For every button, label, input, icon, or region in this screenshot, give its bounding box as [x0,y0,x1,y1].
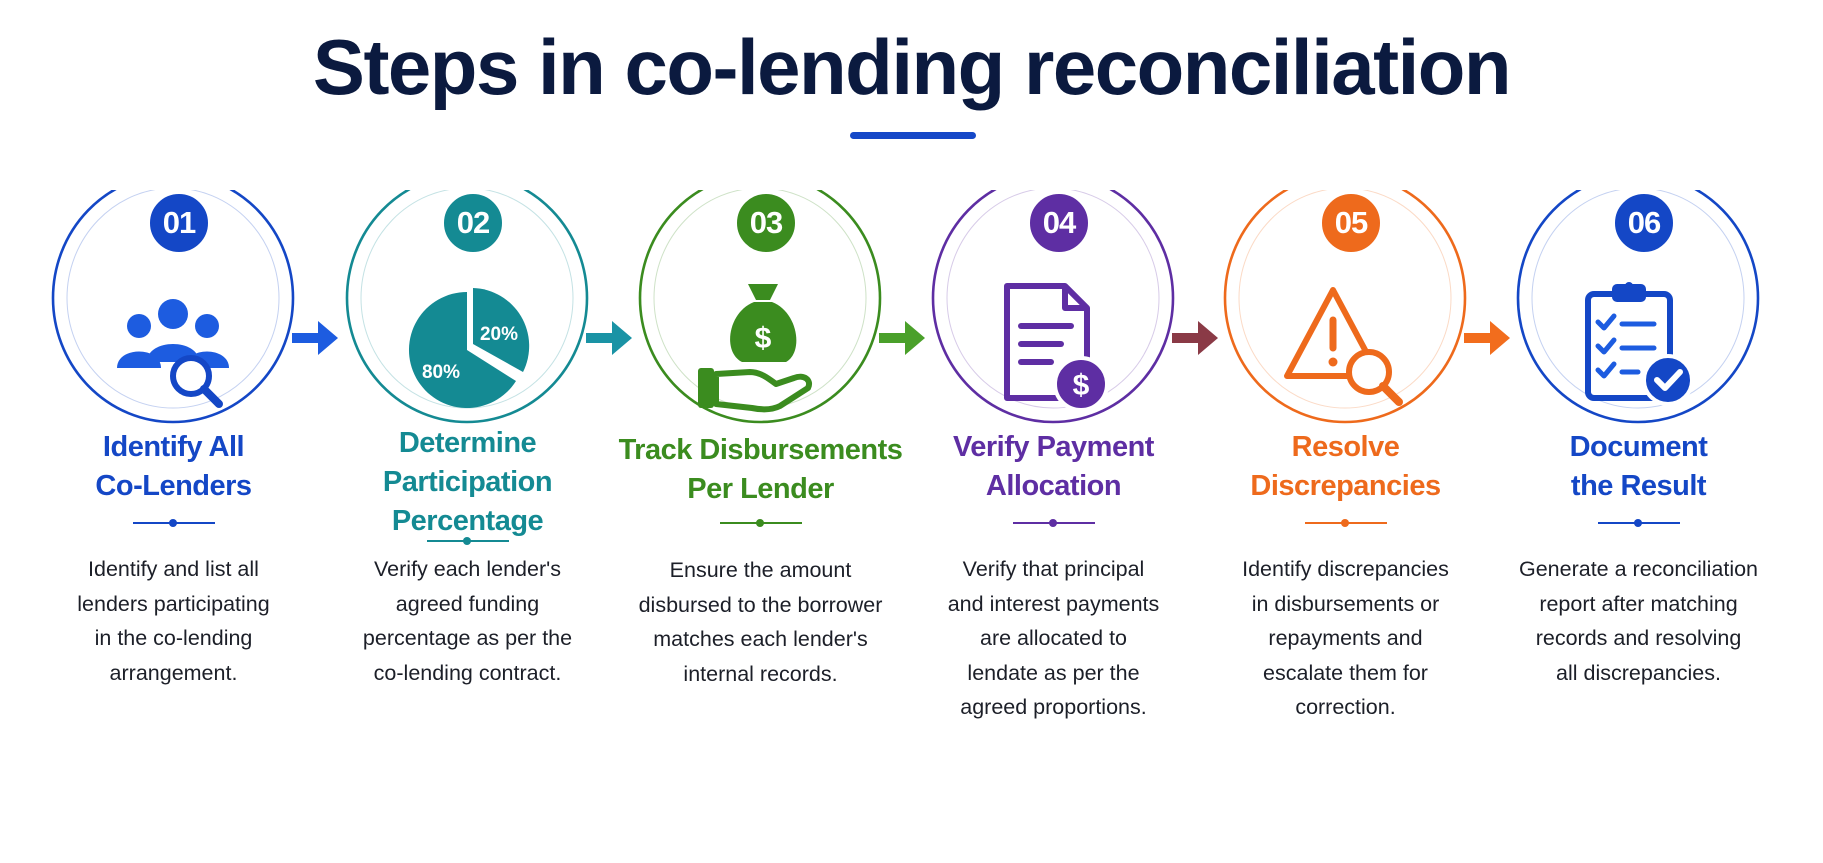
step-5-description: Identify discrepancies in disbursements … [1242,557,1449,719]
arrow-5-to-6 [1464,321,1510,355]
title-underline [850,132,976,139]
step-6-divider [1598,519,1680,527]
step-2-number-badge: 02 [440,190,506,256]
step-1: 01 Identify All Co-Lenders Identify and … [27,0,320,863]
step-1-description: Identify and list all lenders participat… [77,557,270,685]
step-5: 05 Resolve Discrepancies Identify discre… [1199,0,1492,863]
arrow-1-to-2 [292,321,338,355]
arrow-4-to-5 [1172,321,1218,355]
step-2-description: Verify each lender's agreed funding perc… [362,557,573,685]
step-1-divider [133,519,215,527]
step-6-number-badge: 06 [1611,190,1677,256]
step-5-heading: Resolve Discrepancies [1250,431,1441,502]
clipboard-check-icon [1568,280,1708,420]
step-2-divider [427,537,509,545]
arrow-2-to-3 [586,321,632,355]
svg-text:$: $ [1073,369,1090,402]
pie-chart-icon: 20% 80% [397,280,537,420]
warning-search-icon [1275,280,1415,420]
svg-text:$: $ [755,322,772,355]
step-2: 02 20% 80% Determine Participation Perce… [321,0,614,863]
step-4-circle [907,190,1200,490]
step-5-divider [1305,519,1387,527]
step-3: 03 $ Track Disbursements Per Lender Ensu… [614,0,907,863]
pie-label-80: 80% [422,362,460,383]
step-4-number-badge: 04 [1026,190,1092,256]
people-search-icon [103,280,243,420]
step-3-divider [720,519,802,527]
step-2-heading: Determine Participation Percentage [382,427,553,537]
invoice-dollar-icon: $ [983,280,1123,420]
step-6-description: Generate a reconciliation report after m… [1518,557,1759,685]
money-bag-hand-icon: $ [690,280,830,420]
step-5-circle [1199,190,1492,490]
arrow-3-to-4 [879,321,925,355]
step-3-number-badge: 03 [733,190,799,256]
step-6-circle [1492,190,1785,490]
step-4-heading: Verify Payment Allocation [953,431,1154,502]
step-6: 06 Document the Result Generate a reconc… [1492,0,1785,863]
step-4: 04 $ Verify Payment Allocation Verify th… [907,0,1200,863]
step-1-heading: Identify All Co-Lenders [95,431,252,502]
pie-label-20: 20% [480,324,518,345]
step-4-divider [1013,519,1095,527]
page-title: Steps in co-lending reconciliation [312,23,1512,111]
step-1-number-badge: 01 [146,190,212,256]
step-6-heading: Document the Result [1569,431,1708,502]
step-4-description: Verify that principal and interest payme… [947,557,1160,719]
step-2-circle [321,190,614,490]
step-3-heading: Track Disbursements Per Lender [618,434,903,505]
step-5-number-badge: 05 [1318,190,1384,256]
step-1-circle [27,190,320,490]
step-3-description: Ensure the amount disbursed to the borro… [638,558,883,686]
